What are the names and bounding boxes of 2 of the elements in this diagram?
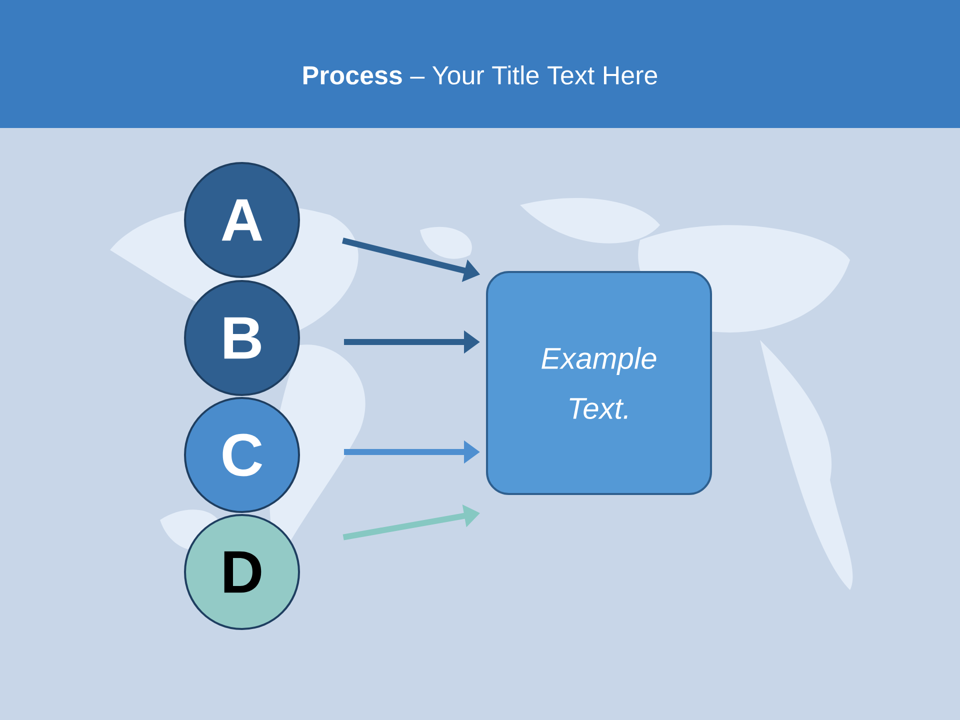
diagram-title: Process – Your Title Text Here [304, 65, 658, 85]
process-box: Example Text. [486, 271, 712, 495]
